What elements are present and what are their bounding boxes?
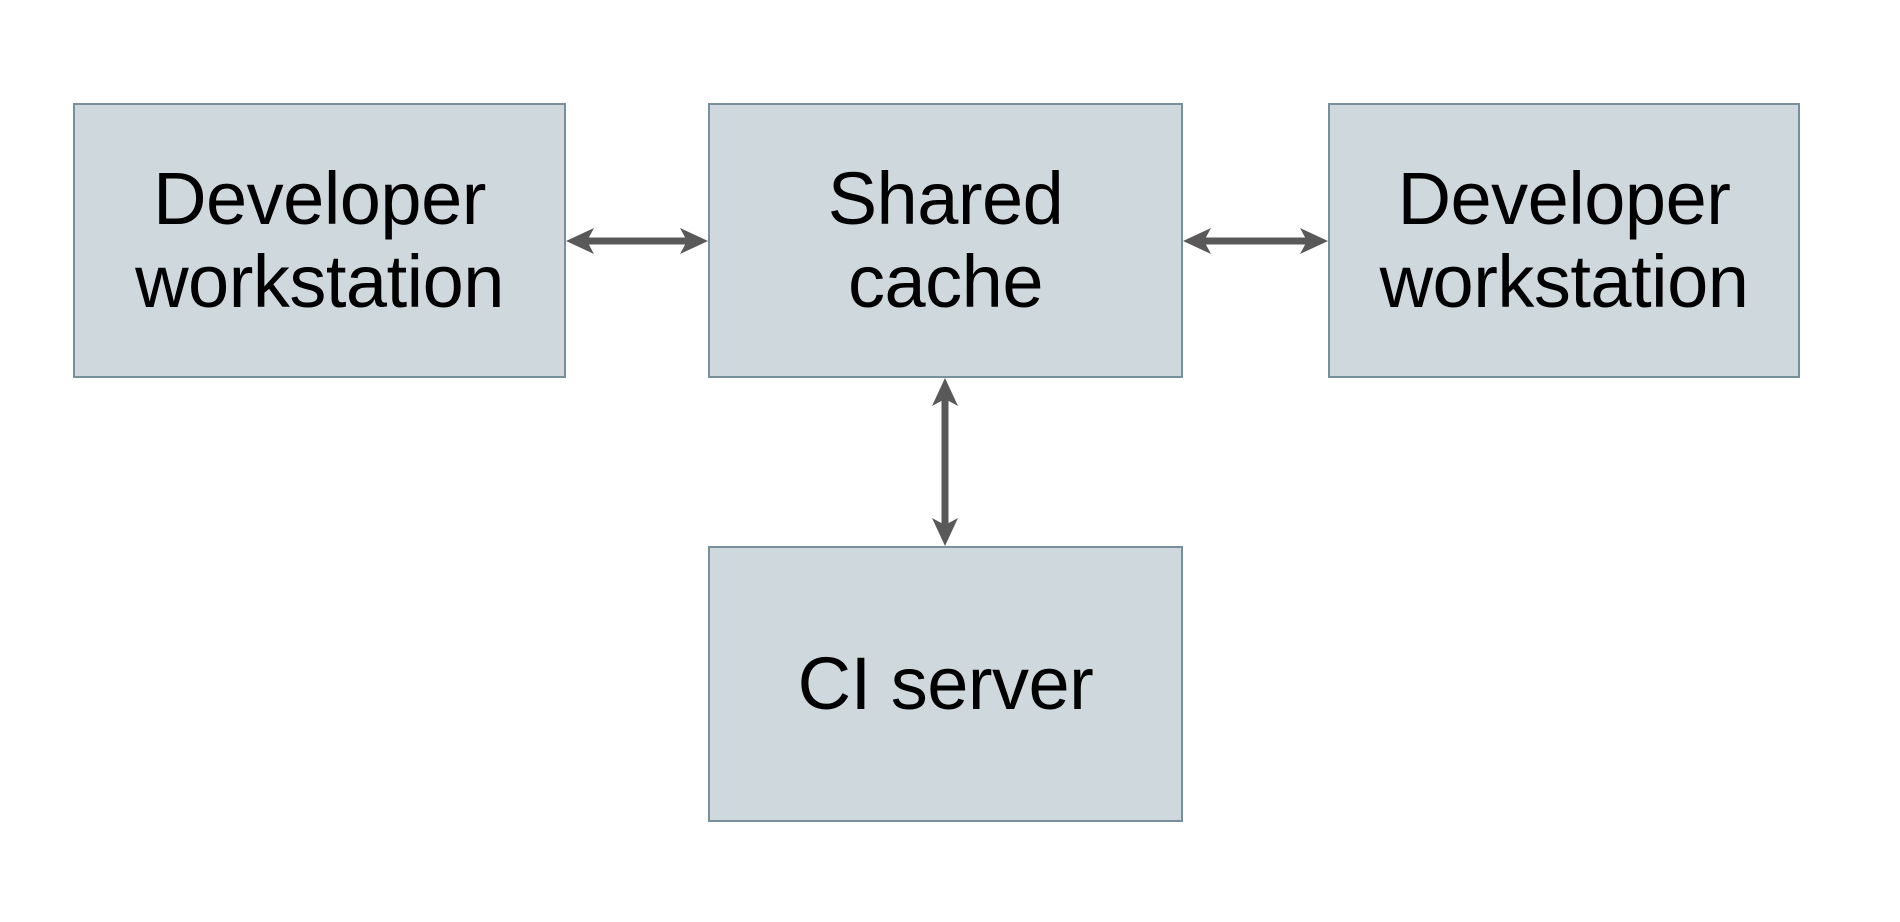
- arrowhead-down-icon: [932, 518, 958, 546]
- node-developer-workstation-left[interactable]: Developer workstation: [73, 103, 566, 378]
- arrowhead-left-icon: [1183, 228, 1211, 254]
- arrowhead-up-icon: [932, 378, 958, 406]
- arrowhead-right-icon: [1300, 228, 1328, 254]
- arrowhead-right-icon: [680, 228, 708, 254]
- node-label: Developer workstation: [1379, 156, 1749, 323]
- node-label: Shared cache: [827, 156, 1064, 323]
- connector-dev-left-to-shared-cache[interactable]: [560, 210, 714, 272]
- node-developer-workstation-right[interactable]: Developer workstation: [1328, 103, 1800, 378]
- node-ci-server[interactable]: CI server: [708, 546, 1183, 822]
- connector-shared-cache-to-dev-right[interactable]: [1177, 210, 1334, 272]
- node-shared-cache[interactable]: Shared cache: [708, 103, 1183, 378]
- node-label: Developer workstation: [135, 156, 504, 323]
- node-label: CI server: [797, 641, 1094, 725]
- connector-shared-cache-to-ci-server[interactable]: [914, 372, 976, 552]
- arrowhead-left-icon: [566, 228, 594, 254]
